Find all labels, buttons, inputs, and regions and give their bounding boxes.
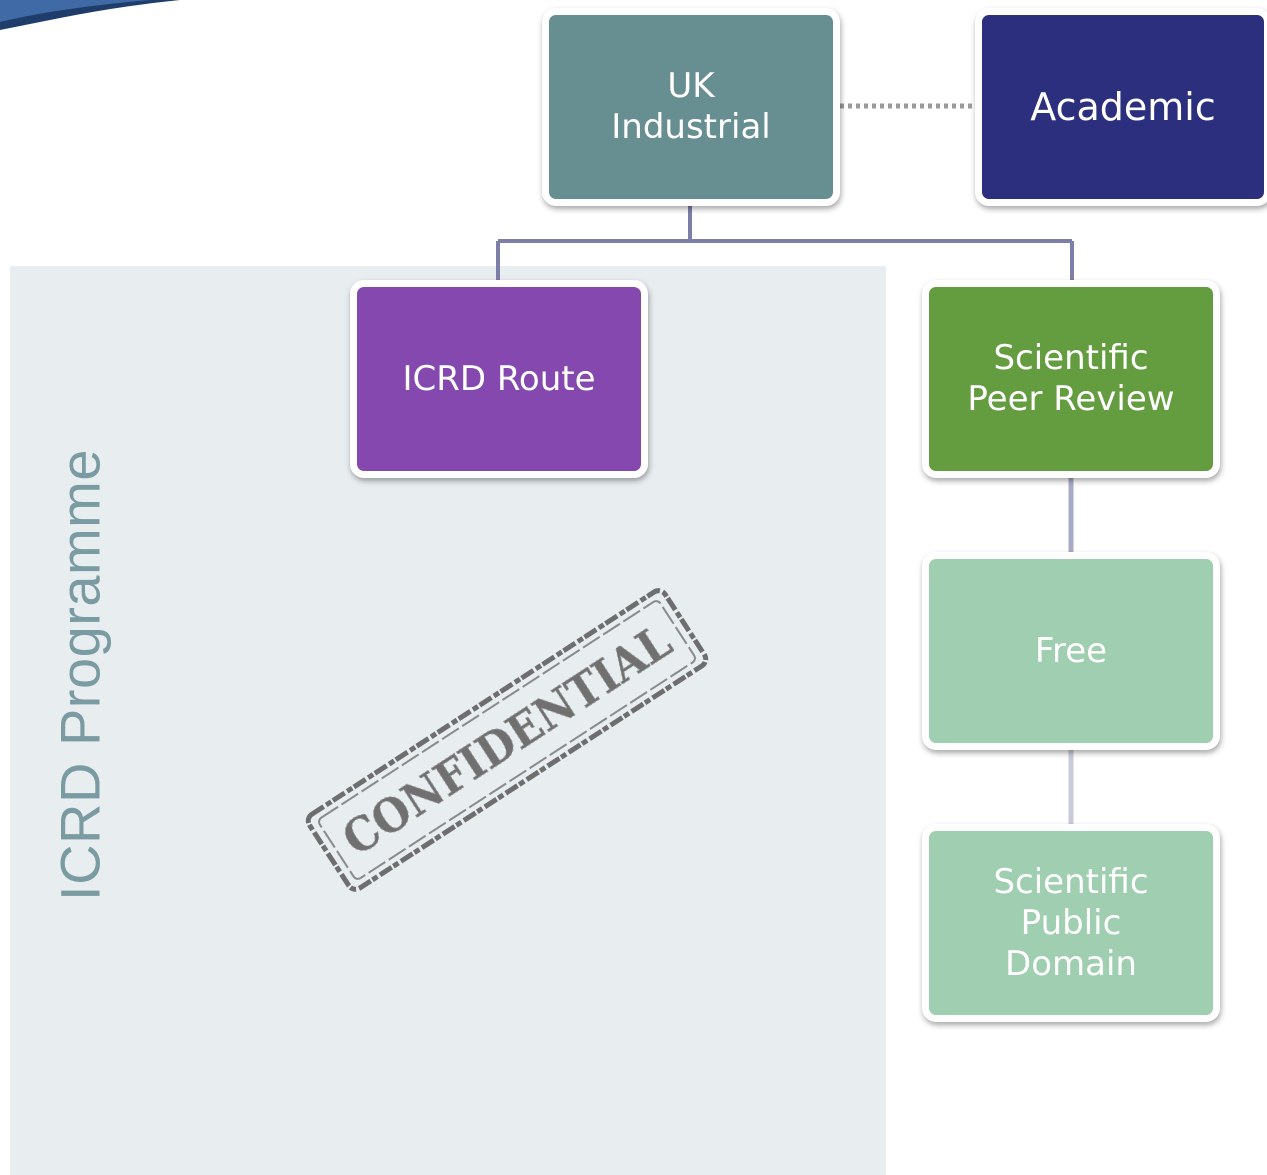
scientific-peer-review-box: Scientific Peer Review (922, 280, 1220, 478)
uk-industrial-label: UK Industrial (611, 66, 771, 147)
icrd-route-box: ICRD Route (350, 280, 648, 478)
peer-review-label: Scientific Peer Review (967, 338, 1175, 419)
scientific-public-domain-box: Scientific Public Domain (922, 824, 1220, 1022)
uk-industrial-box: UK Industrial (542, 8, 840, 206)
confidential-stamp: CONFIDENTIAL (305, 588, 709, 892)
academic-box: Academic (975, 8, 1267, 206)
free-label: Free (1034, 630, 1108, 671)
icrd-route-label: ICRD Route (402, 358, 596, 399)
public-domain-label: Scientific Public Domain (993, 861, 1149, 984)
academic-label: Academic (1030, 84, 1216, 129)
free-box: Free (922, 552, 1220, 750)
corner-swoosh-decoration (0, 0, 180, 30)
